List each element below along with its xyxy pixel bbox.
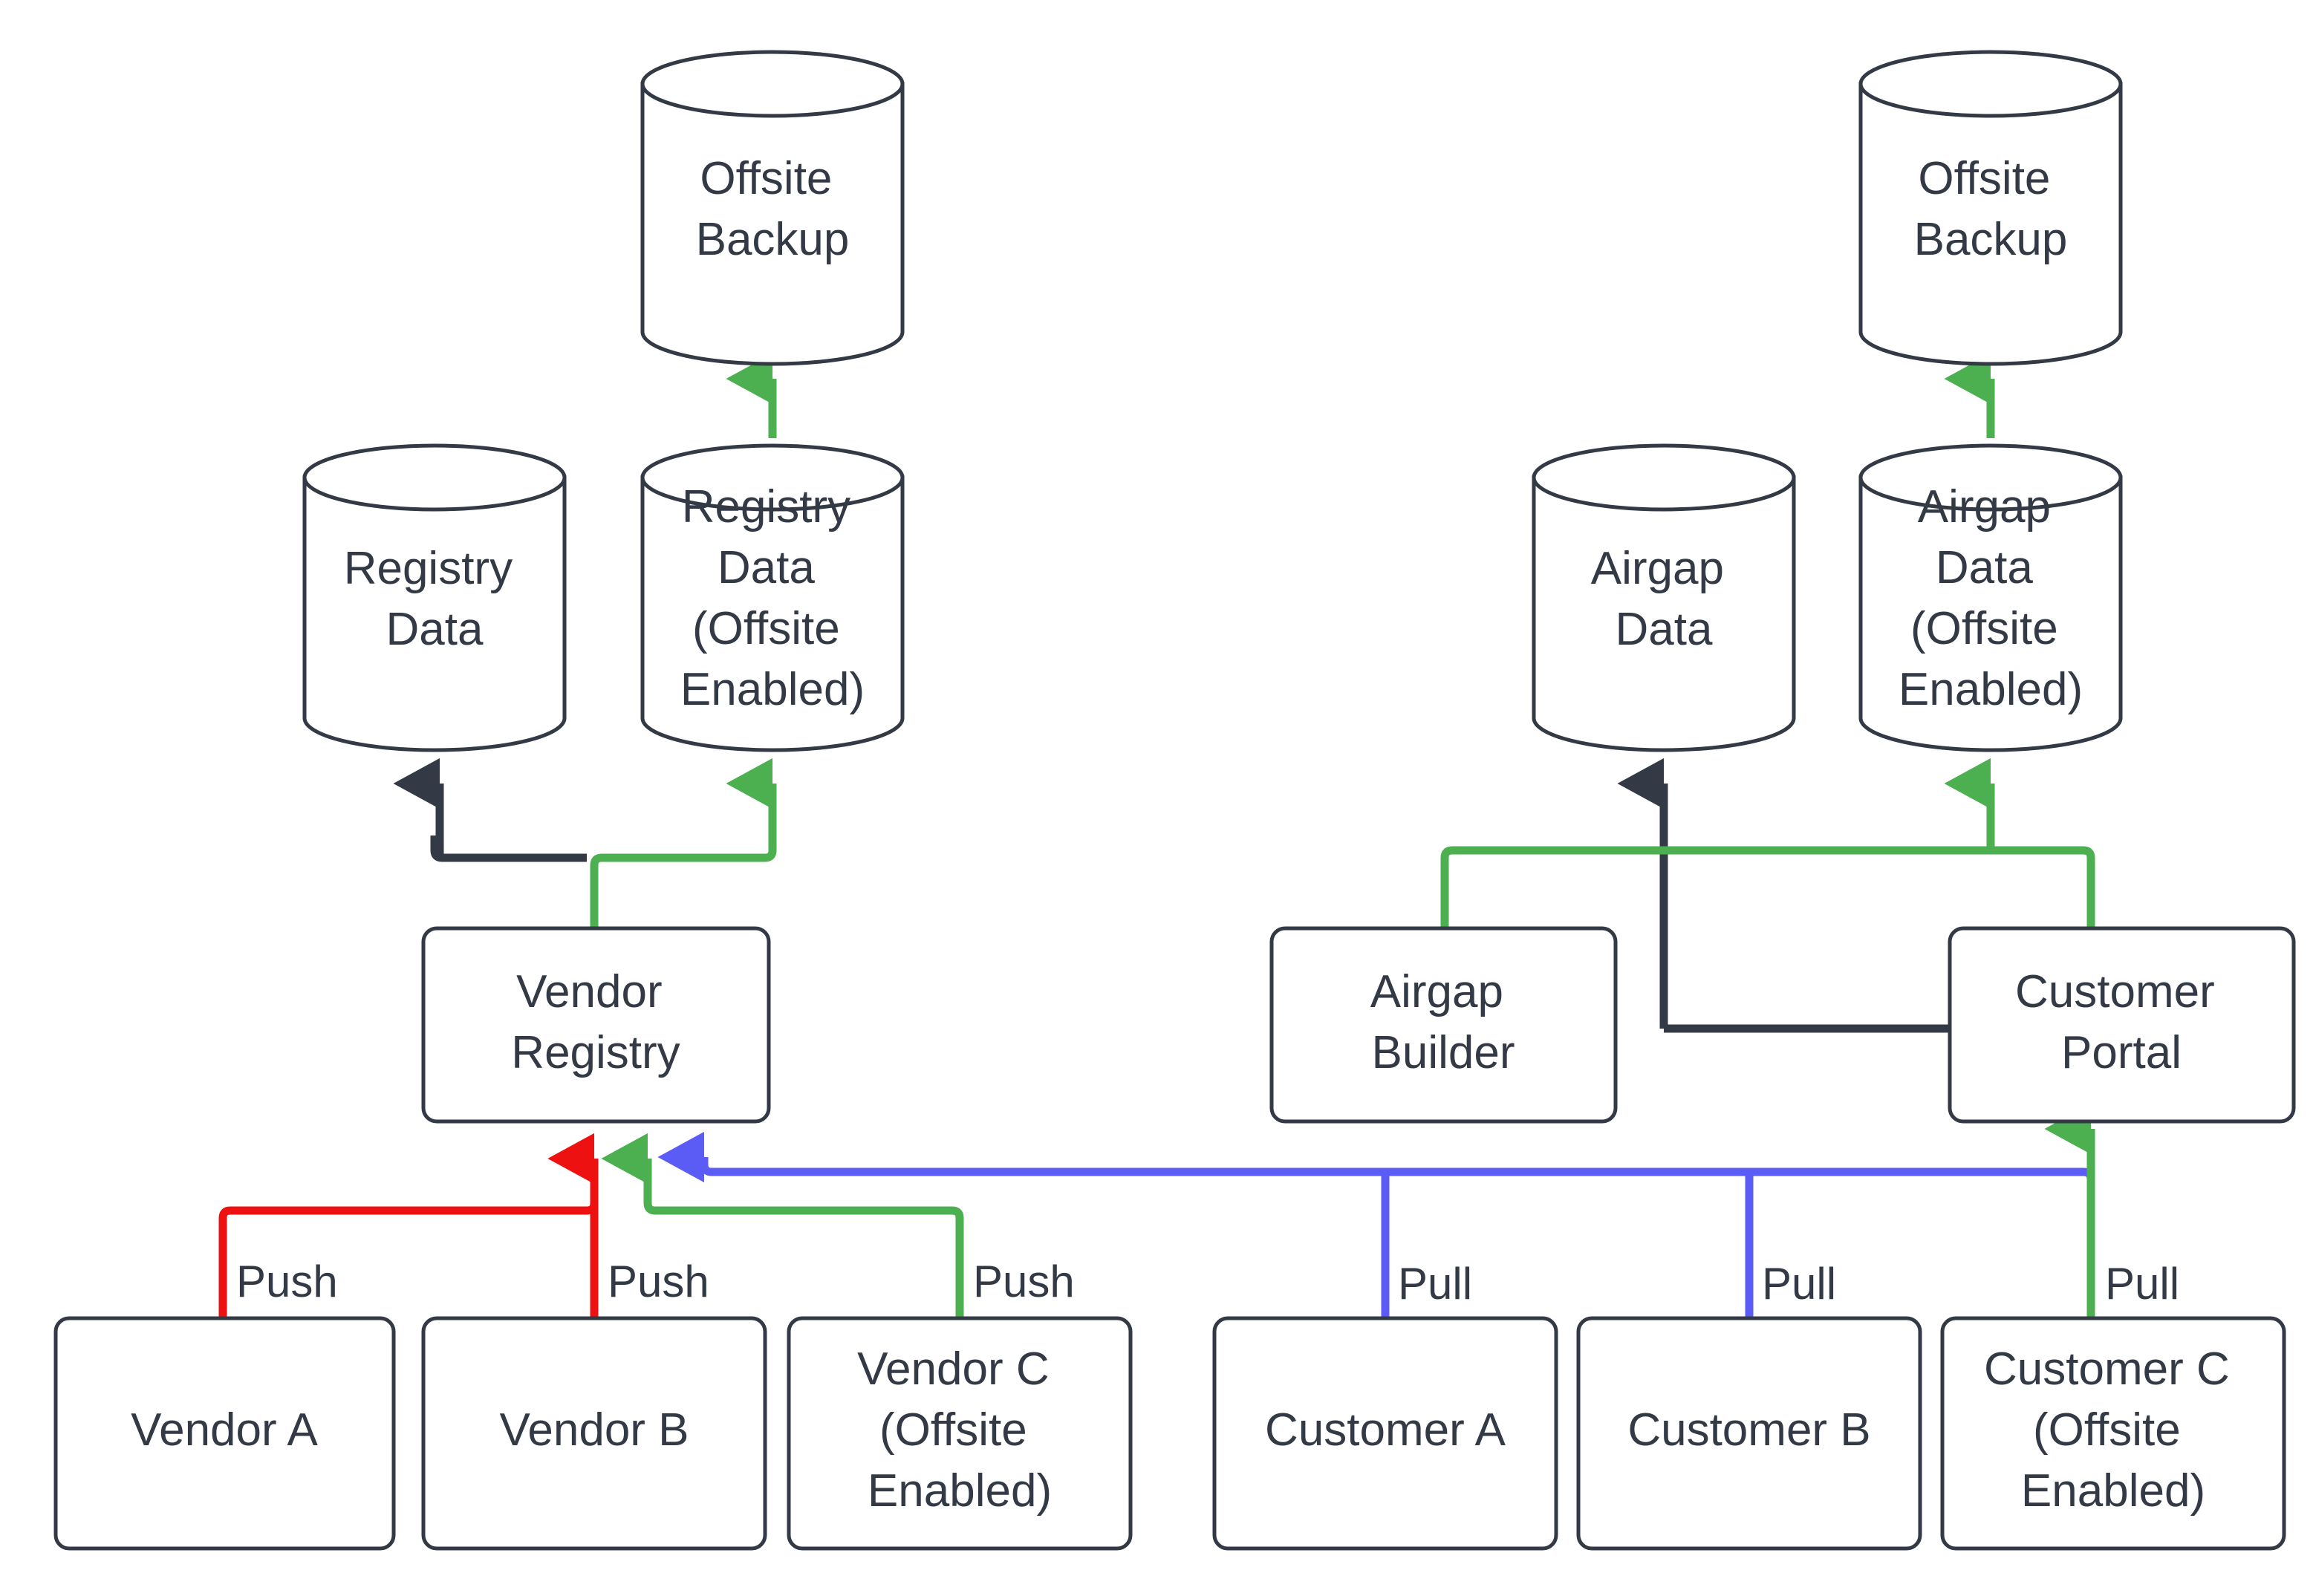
node-label: Customer B <box>1627 1404 1870 1456</box>
node-label: Customer C (Offsite Enabled) <box>1984 1343 2242 1517</box>
edge-label-pull-3: Pull <box>2105 1259 2179 1309</box>
edge-label-pull-2: Pull <box>1762 1259 1836 1309</box>
node-registry-data[interactable]: Registry Data <box>302 443 567 752</box>
node-customer-a[interactable]: Customer A <box>1212 1316 1558 1551</box>
node-label: Registry Data <box>344 543 526 655</box>
node-offsite-backup-left[interactable]: Offsite Backup <box>640 50 905 366</box>
node-label: Offsite Backup <box>696 153 850 265</box>
node-vendor-registry[interactable]: Vendor Registry <box>421 926 771 1124</box>
node-label: Airgap Data <box>1591 543 1737 655</box>
edge-builder-portal-to-airgap-offsite <box>1440 758 2095 928</box>
node-customer-b[interactable]: Customer B <box>1576 1316 1922 1551</box>
node-airgap-builder[interactable]: Airgap Builder <box>1269 926 1618 1124</box>
node-registry-data-offsite[interactable]: Registry Data (Offsite Enabled) <box>640 443 905 752</box>
node-vendor-c[interactable]: Vendor C (Offsite Enabled) <box>787 1316 1133 1551</box>
node-airgap-data[interactable]: Airgap Data <box>1532 443 1796 752</box>
node-label: Vendor B <box>499 1404 689 1456</box>
edge-label-pull-1: Pull <box>1398 1259 1472 1309</box>
edge-registry-data <box>393 758 587 862</box>
node-customer-c[interactable]: Customer C (Offsite Enabled) <box>1940 1316 2286 1551</box>
node-vendor-a[interactable]: Vendor A <box>53 1316 396 1551</box>
node-label: Offsite Backup <box>1914 153 2068 265</box>
edge-vendor-c-push <box>601 1133 964 1318</box>
edge-portal-to-airgap-data <box>1617 758 1950 1033</box>
node-label: Vendor Registry <box>511 966 680 1078</box>
edge-label-push-2: Push <box>608 1257 709 1306</box>
node-label: Customer Portal <box>2015 966 2228 1078</box>
node-customer-portal[interactable]: Customer Portal <box>1948 926 2296 1124</box>
node-label: Airgap Data (Offsite Enabled) <box>1899 481 2083 715</box>
node-label: Customer A <box>1265 1404 1506 1456</box>
edge-label-push-1: Push <box>236 1257 338 1306</box>
node-label: Vendor C (Offsite Enabled) <box>857 1343 1062 1517</box>
node-label: Airgap Builder <box>1370 966 1516 1078</box>
node-airgap-data-offsite[interactable]: Airgap Data (Offsite Enabled) <box>1858 443 2123 752</box>
edge-label-push-3: Push <box>973 1257 1075 1306</box>
node-label: Registry Data (Offsite Enabled) <box>680 481 865 715</box>
edge-registry-data-offsite <box>590 758 777 928</box>
node-label: Vendor A <box>131 1404 318 1456</box>
node-offsite-backup-right[interactable]: Offsite Backup <box>1858 50 2123 366</box>
node-vendor-b[interactable]: Vendor B <box>421 1316 767 1551</box>
